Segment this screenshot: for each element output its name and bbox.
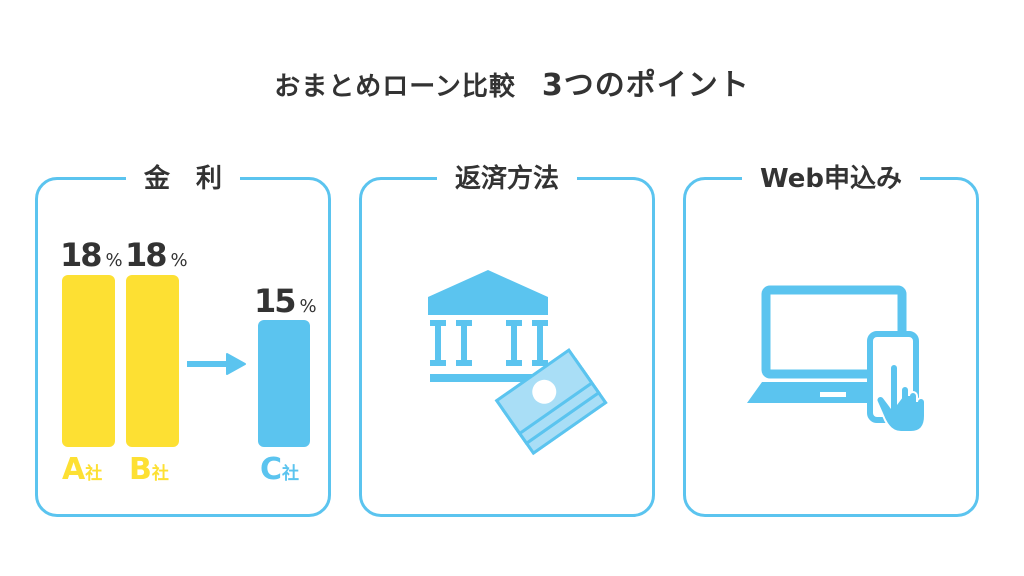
title-sub: 3つのポイント — [541, 68, 750, 103]
company-label-c: C社 — [260, 452, 300, 487]
panel-title: 金 利 — [125, 158, 241, 195]
company-label-a: A社 — [62, 452, 103, 487]
bar-b — [126, 275, 179, 447]
rate-label-c: 15% — [254, 282, 317, 320]
panel-repayment: 返済方法 — [359, 158, 655, 517]
panel-title: 返済方法 — [436, 158, 578, 195]
bank-money-icon — [428, 270, 608, 456]
company-label-b: B社 — [129, 452, 169, 487]
bar-a — [62, 275, 115, 447]
panel-title: Web申込み — [742, 158, 920, 195]
panel-interest-rate: 金 利 — [35, 158, 331, 517]
bar-c — [258, 320, 310, 447]
page-title: おまとめローン比較 3つのポイント — [0, 60, 1024, 104]
title-main: おまとめローン比較 — [274, 72, 516, 102]
panel-web-application: Web申込み — [683, 158, 979, 517]
rate-label-a: 18% — [60, 236, 123, 274]
laptop-smartphone-icon — [747, 285, 926, 433]
rate-label-b: 18% — [125, 236, 188, 274]
arrow-right-icon — [187, 353, 246, 375]
